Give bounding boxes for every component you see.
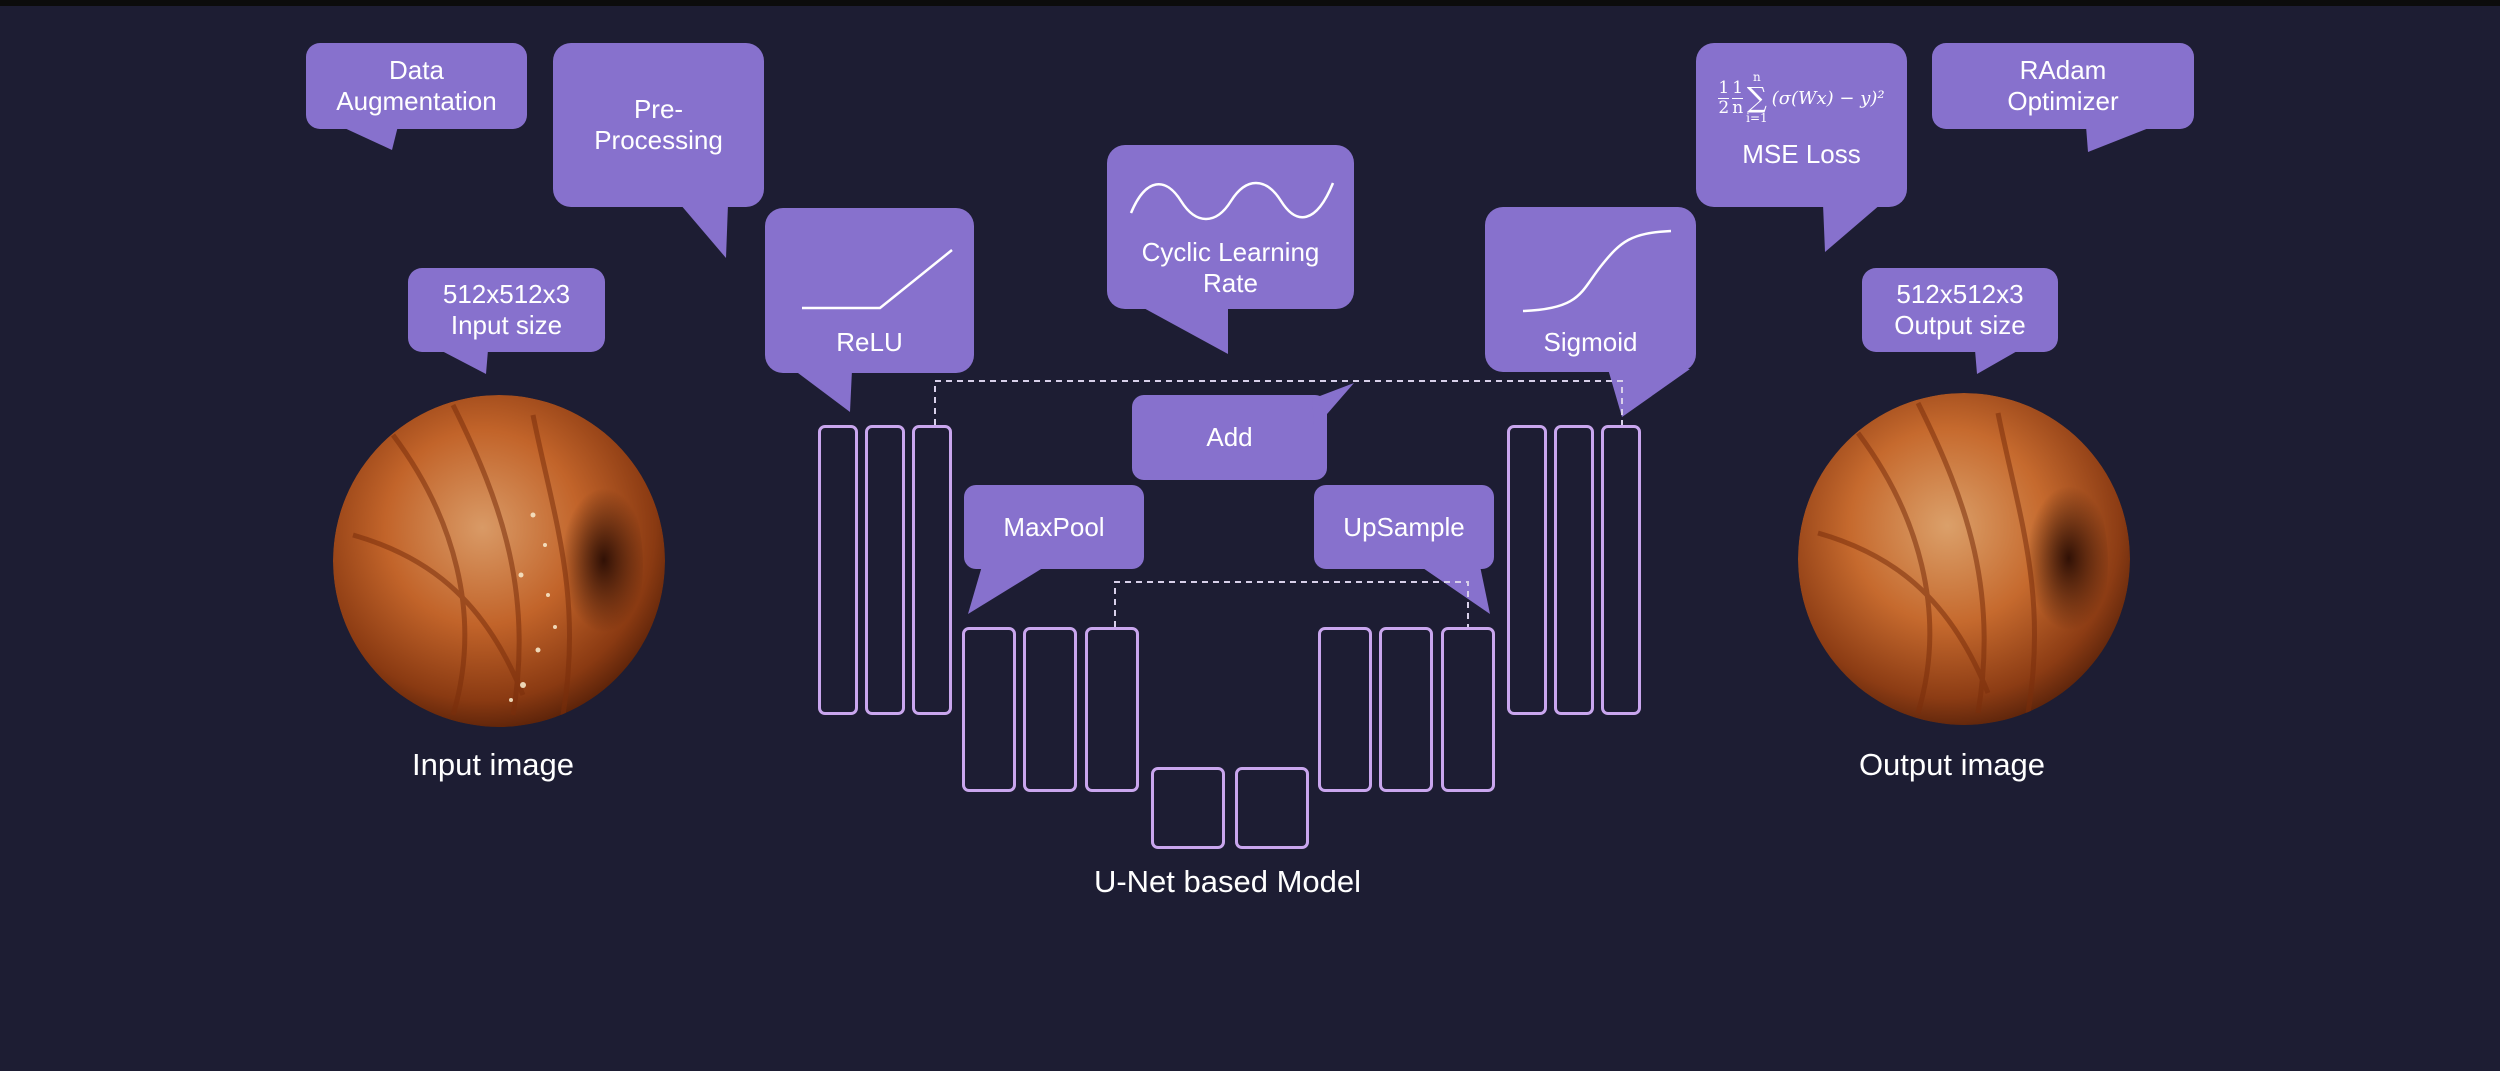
data-augmentation-line1: Data <box>389 55 444 85</box>
maxpool-label: MaxPool <box>1003 511 1105 542</box>
pre-processing-line1: Pre- <box>633 94 684 124</box>
endoscopy-photo-output <box>1798 393 2130 725</box>
upsample-tail <box>1420 566 1490 614</box>
pre-processing-line2: Processing <box>594 125 723 155</box>
sigmoid-bubble: Sigmoid <box>1485 207 1696 372</box>
mse-formula: 1 2 1 n n ∑ i=1 (σ(Wx) − y)² <box>1718 70 1885 125</box>
input-size-tail <box>440 350 488 374</box>
maxpool-tail <box>968 566 1046 614</box>
model-caption: U-Net based Model <box>1093 864 1362 899</box>
radam-optimizer-bubble: RAdam Optimizer <box>1932 43 2194 129</box>
upsample-label: UpSample <box>1343 511 1465 542</box>
mse-loss-tail <box>1823 204 1881 252</box>
decoder-block1-layer3 <box>1601 425 1641 715</box>
data-augmentation-line2: Augmentation <box>336 86 497 116</box>
encoder-block2-layer2 <box>1023 627 1077 792</box>
input-size-bubble: 512x512x3 Input size <box>408 268 605 352</box>
sigmoid-tail <box>1608 369 1690 417</box>
endoscopy-photo-input <box>333 395 665 727</box>
add-bubble: Add <box>1132 395 1327 480</box>
sigmoid-curve-icon <box>1522 229 1671 313</box>
output-size-bubble: 512x512x3 Output size <box>1862 268 2058 352</box>
input-image <box>333 395 665 727</box>
encoder-block1-layer3 <box>912 425 952 715</box>
cyclic-learning-rate-bubble: Cyclic Learning Rate <box>1107 145 1354 309</box>
input-image-caption: Input image <box>412 747 574 782</box>
bottleneck-layer1 <box>1151 767 1225 849</box>
cyclic-learning-rate-tail <box>1140 306 1228 354</box>
add-tail <box>1312 383 1354 429</box>
encoder-block1-layer1 <box>818 425 858 715</box>
relu-bubble: ReLU <box>765 208 974 373</box>
sigma-icon: ∑ <box>1746 81 1767 114</box>
cyclic-learning-rate-line1: Cyclic Learning <box>1141 237 1320 267</box>
sigmoid-label: Sigmoid <box>1543 327 1638 357</box>
data-augmentation-tail <box>340 126 398 150</box>
sine-wave-icon <box>1129 181 1334 221</box>
mse-loss-bubble: 1 2 1 n n ∑ i=1 (σ(Wx) − y)² MSE Loss <box>1696 43 1907 207</box>
data-augmentation-bubble: Data Augmentation <box>306 43 527 129</box>
encoder-block2-layer3 <box>1085 627 1139 792</box>
formula-frac2-num: 1 <box>1732 77 1744 98</box>
output-image <box>1798 393 2130 725</box>
encoder-block2-layer1 <box>962 627 1016 792</box>
relu-label: ReLU <box>836 327 903 357</box>
radam-line2: Optimizer <box>2007 86 2119 116</box>
radam-line1: RAdam <box>2019 55 2107 85</box>
decoder-block2-layer2 <box>1379 627 1433 792</box>
pre-processing-tail <box>680 204 728 258</box>
decoder-block1-layer1 <box>1507 425 1547 715</box>
formula-body: (σ(Wx) − y)² <box>1771 87 1885 109</box>
decoder-block2-layer3 <box>1441 627 1495 792</box>
relu-tail <box>794 370 852 412</box>
upsample-bubble: UpSample <box>1314 485 1494 569</box>
maxpool-bubble: MaxPool <box>964 485 1144 569</box>
formula-frac2-den: n <box>1732 97 1744 118</box>
formula-sum-lower: i=1 <box>1746 111 1768 125</box>
input-size-line1: 512x512x3 <box>442 279 571 309</box>
formula-frac1-num: 1 <box>1718 77 1730 98</box>
encoder-block1-layer2 <box>865 425 905 715</box>
cyclic-learning-rate-line2: Rate <box>1203 268 1258 298</box>
formula-sum-upper: n <box>1753 70 1761 84</box>
radam-optimizer-tail <box>2086 126 2154 152</box>
decoder-block2-layer1 <box>1318 627 1372 792</box>
top-border <box>0 0 2500 6</box>
bottleneck-layer2 <box>1235 767 1309 849</box>
skip-connection-inner <box>1114 581 1469 627</box>
relu-curve-icon <box>801 249 953 310</box>
add-label: Add <box>1206 422 1253 452</box>
pre-processing-bubble: Pre- Processing <box>553 43 764 207</box>
output-size-line1: 512x512x3 <box>1896 279 2024 309</box>
input-size-line2: Input size <box>450 310 563 340</box>
decoder-block1-layer2 <box>1554 425 1594 715</box>
formula-frac1-den: 2 <box>1718 97 1730 118</box>
output-image-caption: Output image <box>1858 747 2046 782</box>
output-size-line2: Output size <box>1894 310 2026 340</box>
mse-loss-label: MSE Loss <box>1742 139 1861 169</box>
output-size-tail <box>1975 350 2019 374</box>
